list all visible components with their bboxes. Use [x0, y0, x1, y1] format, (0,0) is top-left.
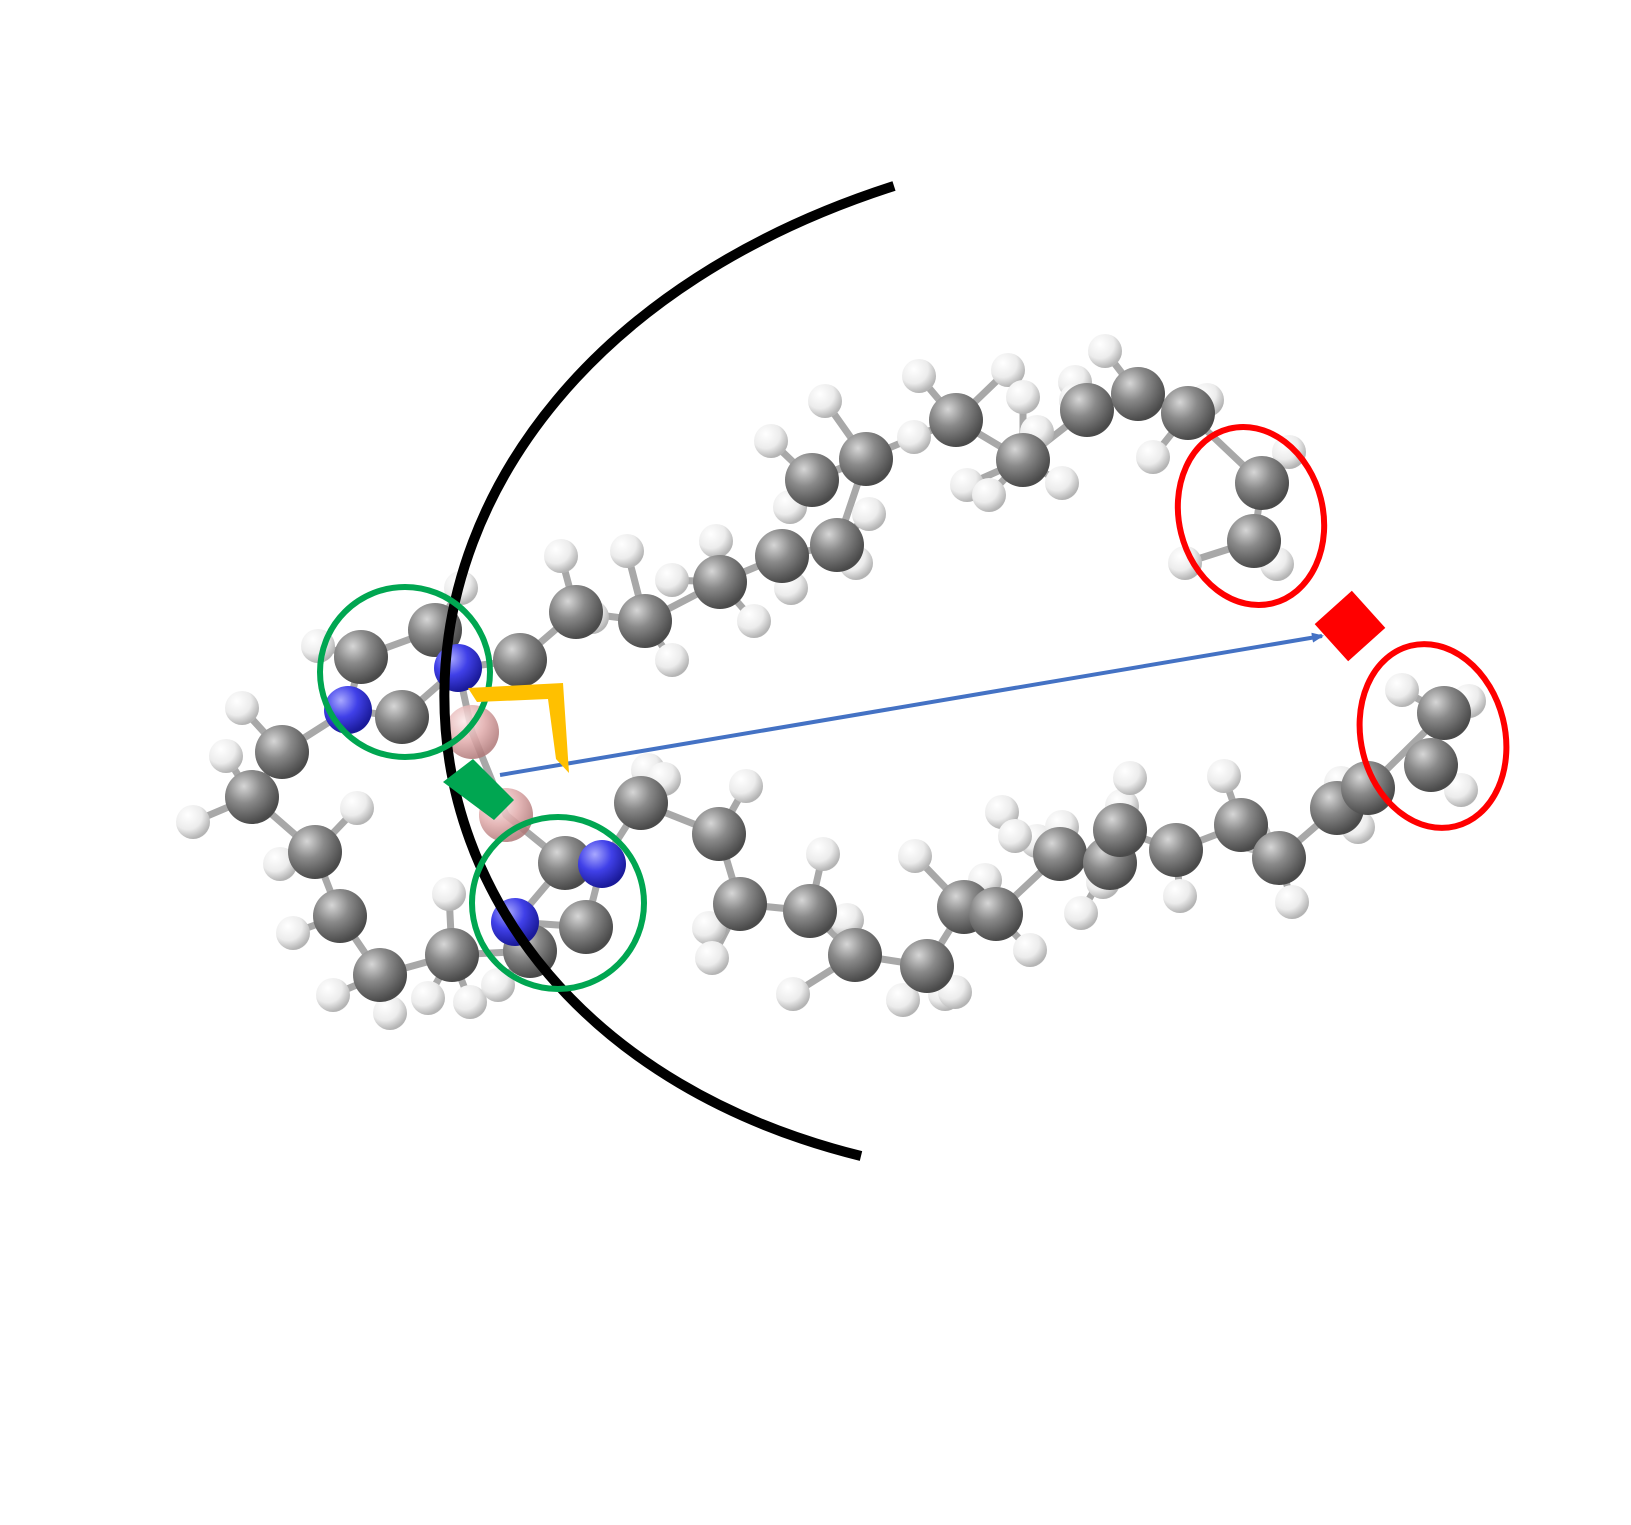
hydrogen-atom — [432, 877, 466, 911]
hydrogen-atom — [1275, 885, 1309, 919]
hydrogen-atom — [998, 819, 1032, 853]
hydrogen-atom — [276, 916, 310, 950]
boron-atom — [445, 705, 499, 759]
hydrogen-atom — [886, 983, 920, 1017]
hydrogen-atom — [1385, 673, 1419, 707]
hydrogen-atom — [453, 985, 487, 1019]
carbon-atom — [692, 807, 746, 861]
hydrogen-atom — [1168, 546, 1202, 580]
green-circle-upper-ring — [317, 584, 493, 760]
carbon-atom — [1161, 386, 1215, 440]
carbon-atom — [493, 633, 547, 687]
carbon-atom — [614, 776, 668, 830]
carbon-atom — [1060, 383, 1114, 437]
orange-angle-bracket — [468, 683, 569, 773]
hydrogen-atom — [1163, 879, 1197, 913]
carbon-atom — [1341, 761, 1395, 815]
carbon-atom — [785, 453, 839, 507]
hydrogen-atom — [1088, 334, 1122, 368]
carbon-atom — [353, 948, 407, 1002]
carbon-atom — [1033, 827, 1087, 881]
blue-vector-arrow — [499, 632, 1324, 777]
carbon-atom — [1149, 823, 1203, 877]
hydrogen-atom — [729, 769, 763, 803]
hydrogen-atom — [737, 604, 771, 638]
hydrogen-atom — [1444, 773, 1478, 807]
carbon-atom — [549, 585, 603, 639]
black-arc — [439, 181, 896, 1161]
hydrogen-atom — [898, 839, 932, 873]
carbon-atom — [255, 725, 309, 779]
hydrogen-atom — [1013, 933, 1047, 967]
hydrogen-atom — [852, 497, 886, 531]
carbon-atom — [839, 432, 893, 486]
hydrogen-atom — [1113, 761, 1147, 795]
carbon-atom — [313, 889, 367, 943]
hydrogen-atom — [902, 359, 936, 393]
carbon-atom — [288, 825, 342, 879]
red-ellipse-lower-end — [1356, 641, 1510, 831]
carbon-atom — [713, 877, 767, 931]
hydrogen-atom — [695, 941, 729, 975]
carbon-atom — [828, 928, 882, 982]
carbon-atom — [334, 630, 388, 684]
hydrogen-atom — [655, 563, 689, 597]
carbon-atom — [1214, 798, 1268, 852]
carbon-atom — [559, 900, 613, 954]
hydrogen-atom — [655, 643, 689, 677]
hydrogen-atom — [544, 539, 578, 573]
hydrogen-atom — [209, 739, 243, 773]
hydrogen-atom — [373, 996, 407, 1030]
nitrogen-atom — [578, 840, 626, 888]
carbon-atom — [783, 884, 837, 938]
carbon-atom — [618, 594, 672, 648]
carbon-atom — [425, 928, 479, 982]
carbon-atom — [375, 690, 429, 744]
hydrogen-atom — [316, 978, 350, 1012]
hydrogen-atom — [806, 837, 840, 871]
carbon-atom — [1252, 831, 1306, 885]
hydrogen-atom — [897, 420, 931, 454]
carbon-atom — [693, 555, 747, 609]
carbon-atom — [996, 433, 1050, 487]
green-triangle-marker — [443, 759, 514, 820]
carbon-atom — [1235, 456, 1289, 510]
hydrogen-atom — [481, 968, 515, 1002]
carbon-atom — [538, 836, 592, 890]
carbon-atom — [1227, 514, 1281, 568]
green-circle-lower-ring — [469, 814, 647, 992]
carbon-atom — [810, 518, 864, 572]
hydrogen-atom — [1006, 380, 1040, 414]
carbon-atom — [1093, 803, 1147, 857]
carbon-atom — [755, 529, 809, 583]
hydrogen-atom — [972, 478, 1006, 512]
hydrogen-atom — [776, 977, 810, 1011]
carbon-atom — [929, 393, 983, 447]
carbon-atom — [969, 887, 1023, 941]
red-diamond-marker — [1314, 590, 1386, 662]
hydrogen-atom — [808, 384, 842, 418]
hydrogen-atom — [1136, 440, 1170, 474]
hydrogen-atom — [991, 353, 1025, 387]
hydrogen-atom — [1207, 759, 1241, 793]
hydrogen-atom — [340, 791, 374, 825]
red-ellipse-upper-end — [1174, 423, 1328, 609]
hydrogen-atom — [225, 691, 259, 725]
hydrogen-atom — [610, 534, 644, 568]
hydrogen-atom — [692, 911, 726, 945]
hydrogen-atom — [699, 524, 733, 558]
hydrogen-atom — [754, 424, 788, 458]
atom-layer — [176, 334, 1486, 1030]
hydrogen-atom — [1045, 466, 1079, 500]
hydrogen-atom — [411, 981, 445, 1015]
carbon-atom — [1404, 738, 1458, 792]
hydrogen-atom — [1064, 896, 1098, 930]
carbon-atom — [225, 770, 279, 824]
hydrogen-atom — [1272, 435, 1306, 469]
hydrogen-atom — [176, 805, 210, 839]
carbon-atom — [900, 939, 954, 993]
carbon-atom — [1417, 686, 1471, 740]
carbon-atom — [1111, 367, 1165, 421]
